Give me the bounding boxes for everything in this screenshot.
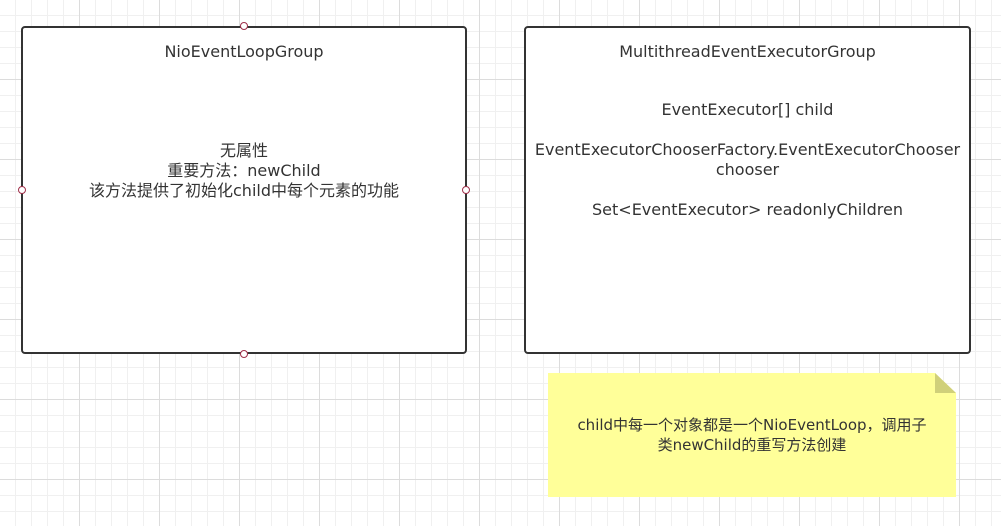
connection-handle-left[interactable] xyxy=(18,186,26,194)
multithreadeventexecutorgroup-title: MultithreadEventExecutorGroup xyxy=(619,42,876,61)
note-line: 类newChild的重写方法创建 xyxy=(657,436,847,454)
left-box-line: 重要方法：newChild xyxy=(167,161,321,180)
connection-handle-right[interactable] xyxy=(462,186,470,194)
sticky-note-text: child中每一个对象都是一个NioEventLoop，调用子 类newChil… xyxy=(558,415,946,455)
sticky-note[interactable]: child中每一个对象都是一个NioEventLoop，调用子 类newChil… xyxy=(548,373,956,497)
multithreadeventexecutorgroup-body: EventExecutor[] child EventExecutorChoos… xyxy=(534,100,961,220)
field-chooser-name: chooser xyxy=(715,160,780,179)
field-spacer xyxy=(534,120,961,140)
field-readonly-children: Set<EventExecutor> readonlyChildren xyxy=(592,200,903,219)
nioeventloopgroup-title: NioEventLoopGroup xyxy=(164,42,324,61)
note-line: child中每一个对象都是一个NioEventLoop，调用子 xyxy=(577,416,927,434)
connection-handle-top[interactable] xyxy=(240,22,248,30)
field-spacer xyxy=(534,180,961,200)
left-box-line: 无属性 xyxy=(219,141,268,160)
field-child: EventExecutor[] child xyxy=(661,100,834,119)
nioeventloopgroup-box[interactable]: NioEventLoopGroup 无属性 重要方法：newChild 该方法提… xyxy=(21,26,467,354)
field-chooser-type: EventExecutorChooserFactory.EventExecuto… xyxy=(534,140,961,159)
sticky-note-fold-corner xyxy=(935,373,956,393)
connection-handle-bottom[interactable] xyxy=(240,350,248,358)
multithreadeventexecutorgroup-box[interactable]: MultithreadEventExecutorGroup EventExecu… xyxy=(524,26,971,354)
nioeventloopgroup-body: 无属性 重要方法：newChild 该方法提供了初始化child中每个元素的功能 xyxy=(31,141,457,201)
left-box-line: 该方法提供了初始化child中每个元素的功能 xyxy=(89,181,399,200)
